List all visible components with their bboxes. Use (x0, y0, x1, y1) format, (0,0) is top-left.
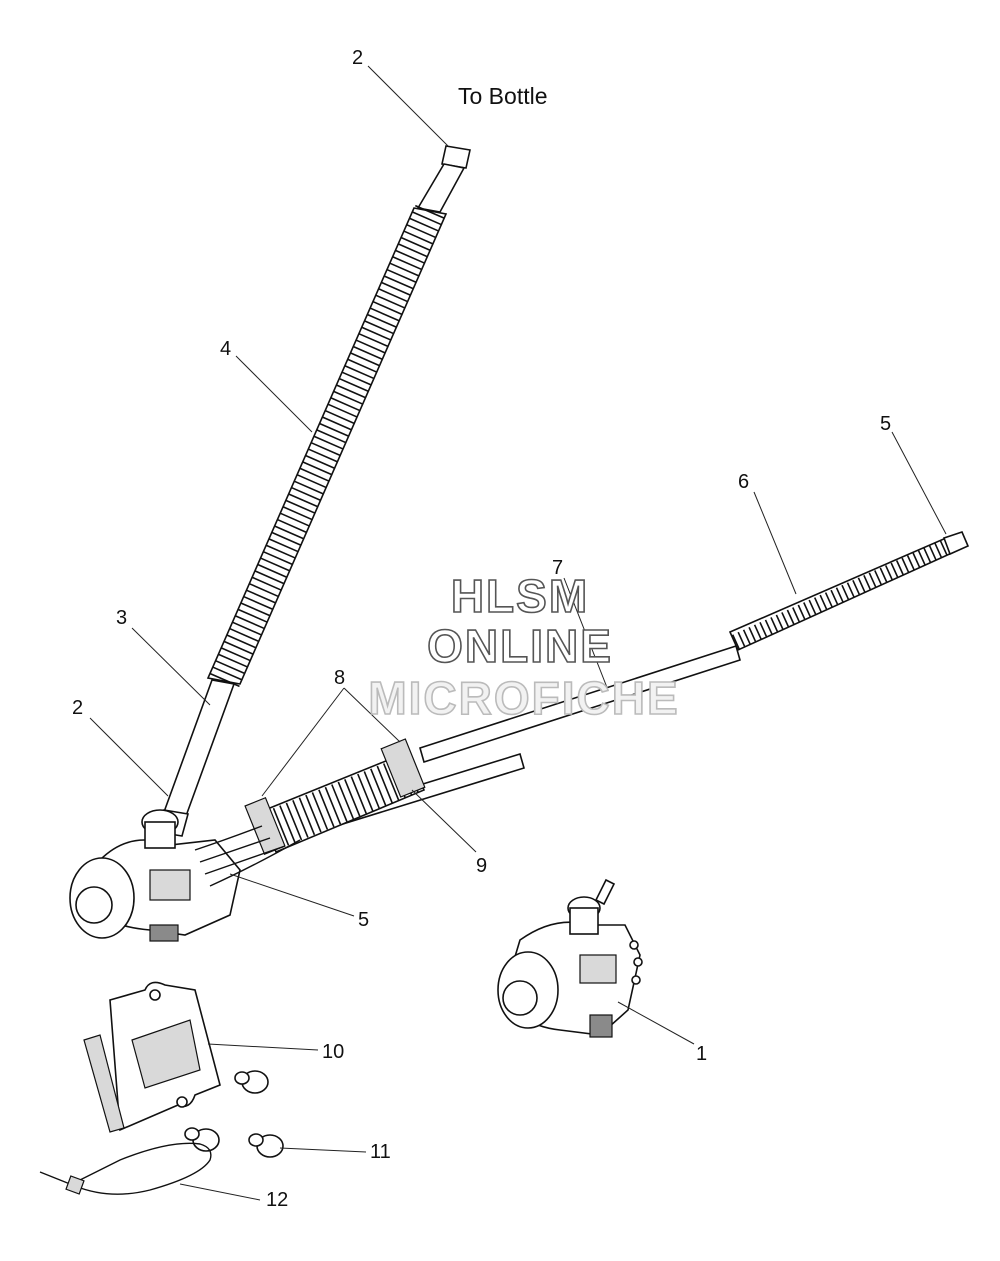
upper-fitting (441, 145, 471, 169)
pump-installed (69, 809, 301, 942)
pump1-pin-c (631, 975, 641, 985)
callout-5-right: 5 (880, 413, 891, 435)
screw-b-shank (184, 1127, 200, 1141)
cable-tie-loop (39, 1142, 212, 1195)
callout-4: 4 (220, 338, 231, 360)
upper-tube (416, 163, 466, 213)
leader-lines (89, 65, 947, 1201)
harness-ribs (731, 540, 948, 650)
pump-hose-c (204, 845, 286, 875)
pump-port (149, 869, 191, 901)
hose-ribs (209, 204, 446, 688)
pump-motor-hub (75, 886, 113, 924)
screw-a-shank (234, 1071, 250, 1085)
pump-hose-d (209, 839, 301, 887)
callout-labels: 2 3 4 2 5 6 7 8 9 5 1 10 11 12 (72, 47, 891, 1211)
watermark-line-2: ONLINE (427, 620, 613, 672)
pump1-port (579, 954, 617, 984)
cable-tie-head (65, 1175, 85, 1195)
callout-1: 1 (696, 1043, 707, 1065)
pump-hose-b (199, 837, 271, 863)
to-bottle-note: To Bottle (458, 83, 548, 109)
pump1-bracket (589, 1014, 613, 1038)
bracket-flange (83, 1034, 125, 1133)
callout-12: 12 (266, 1189, 288, 1211)
callout-10: 10 (322, 1041, 344, 1063)
bracket-hole-top (149, 989, 161, 1001)
lower-tube-3 (162, 679, 236, 817)
watermark-line-1: HLSM (451, 570, 589, 622)
pump-top-neck (144, 821, 176, 849)
clamp-8a (380, 738, 426, 798)
wire-tube-7 (419, 644, 741, 764)
callout-5-lower: 5 (358, 909, 369, 931)
corrugated-hose-4 (206, 207, 448, 685)
callout-7: 7 (552, 557, 563, 579)
end-fitting-right (942, 531, 970, 556)
hose-to-bottle (156, 145, 471, 837)
callout-6: 6 (738, 471, 749, 493)
bracket-hole-bottom (176, 1096, 188, 1108)
pump1-top-neck (569, 907, 599, 935)
pump-hose-a (194, 825, 263, 851)
callout-9: 9 (476, 855, 487, 877)
harness-assembly (244, 531, 970, 856)
pump-part-1 (497, 878, 643, 1038)
callout-2-top: 2 (352, 47, 363, 69)
screws-part-11 (184, 1070, 284, 1158)
callout-11: 11 (370, 1141, 391, 1163)
callout-2-lower: 2 (72, 697, 83, 719)
watermark-line-3: MICROFICHE (368, 672, 679, 724)
pump1-pin-b (633, 957, 643, 967)
callout-8: 8 (334, 667, 345, 689)
bracket-recess (131, 1019, 201, 1089)
callout-3: 3 (116, 607, 127, 629)
pump1-pin-a (629, 940, 639, 950)
watermark: HLSM ONLINE MICROFICHE (368, 569, 679, 725)
pump1-nozzle (594, 878, 616, 906)
pump-bracket (149, 924, 179, 942)
screw-c-shank (248, 1133, 264, 1147)
pump1-motor-hub (502, 980, 538, 1016)
cable-tie-part-12 (39, 1142, 212, 1195)
bracket-part-10 (83, 981, 221, 1133)
